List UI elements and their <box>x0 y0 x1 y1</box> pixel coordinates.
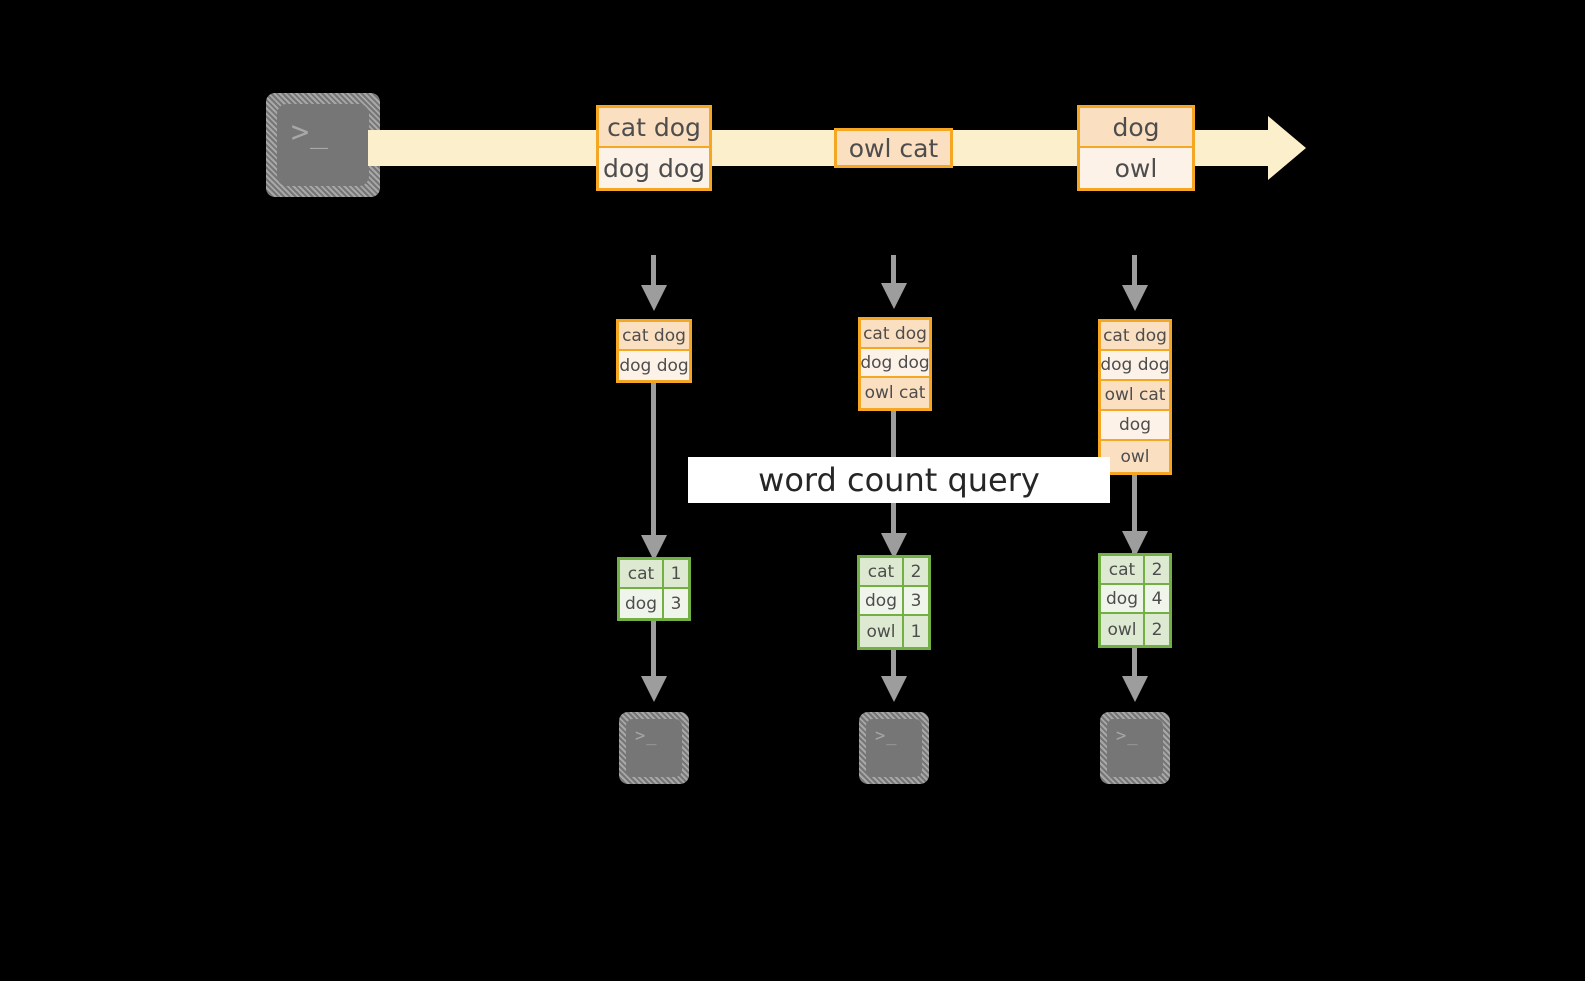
result-to-sink-connector <box>1132 648 1137 696</box>
result-count: 3 <box>664 589 688 618</box>
result-count: 2 <box>1145 556 1169 583</box>
timeline-to-table-connector <box>651 255 656 303</box>
terminal-prompt: >_ <box>1116 726 1139 746</box>
source-terminal-icon: >_ <box>266 93 380 197</box>
result-to-sink-arrowhead-icon <box>881 676 907 702</box>
event-line: dog dog <box>599 148 709 188</box>
event-line: owl <box>1080 148 1192 188</box>
result-row: cat 2 <box>1101 556 1169 585</box>
input-row: owl <box>1101 441 1169 472</box>
result-count: 1 <box>664 560 688 587</box>
terminal-screen: >_ <box>277 104 369 186</box>
result-count: 2 <box>1145 614 1169 645</box>
query-label: word count query <box>688 457 1110 503</box>
timeline-event-box: cat dog dog dog <box>596 105 712 191</box>
timeline-event-box: owl cat <box>834 128 953 168</box>
query-label-text: word count query <box>758 461 1040 499</box>
sink-terminal-icon: >_ <box>619 712 689 784</box>
result-count: 1 <box>904 616 928 647</box>
terminal-screen: >_ <box>866 719 922 777</box>
result-row: cat 1 <box>620 560 688 589</box>
result-word: dog <box>620 589 664 618</box>
input-row: dog dog <box>619 351 689 380</box>
terminal-screen: >_ <box>626 719 682 777</box>
result-word: dog <box>1101 585 1145 612</box>
input-row: owl cat <box>1101 381 1169 411</box>
timeline-to-table-connector <box>1132 255 1137 303</box>
timeline-event-box: dog owl <box>1077 105 1195 191</box>
result-row: owl 1 <box>860 616 928 647</box>
table-to-result-connector <box>651 383 656 555</box>
result-word: cat <box>620 560 664 587</box>
timeline-to-table-arrowhead-icon <box>641 285 667 311</box>
word-count-result-table: cat 1 dog 3 <box>617 557 691 621</box>
result-word: cat <box>1101 556 1145 583</box>
result-to-sink-arrowhead-icon <box>641 676 667 702</box>
table-to-result-arrowhead-icon <box>641 535 667 561</box>
timeline-arrow-head-icon <box>1268 116 1306 180</box>
result-count: 3 <box>904 587 928 614</box>
result-to-sink-connector <box>891 650 896 696</box>
result-count: 2 <box>904 558 928 585</box>
accumulated-input-table: cat dog dog dog <box>616 319 692 383</box>
result-row: owl 2 <box>1101 614 1169 645</box>
result-row: dog 4 <box>1101 585 1169 614</box>
result-word: owl <box>1101 614 1145 645</box>
accumulated-input-table: cat dog dog dog owl cat dog owl <box>1098 319 1172 475</box>
result-to-sink-arrowhead-icon <box>1122 676 1148 702</box>
result-to-sink-connector <box>651 621 656 696</box>
result-word: dog <box>860 587 904 614</box>
timeline-to-table-arrowhead-icon <box>881 283 907 309</box>
sink-terminal-icon: >_ <box>859 712 929 784</box>
table-to-result-arrowhead-icon <box>881 533 907 559</box>
result-word: owl <box>860 616 904 647</box>
result-count: 4 <box>1145 585 1169 612</box>
result-word: cat <box>860 558 904 585</box>
sink-terminal-icon: >_ <box>1100 712 1170 784</box>
event-line: dog <box>1080 108 1192 148</box>
input-row: dog dog <box>1100 351 1170 381</box>
word-count-result-table: cat 2 dog 3 owl 1 <box>857 555 931 650</box>
input-row: cat dog <box>861 320 929 349</box>
accumulated-input-table: cat dog dog dog owl cat <box>858 317 932 411</box>
input-row: dog dog <box>860 349 930 378</box>
terminal-prompt: >_ <box>875 726 898 746</box>
input-row: owl cat <box>861 378 929 408</box>
terminal-screen: >_ <box>1107 719 1163 777</box>
table-to-result-connector <box>1132 475 1137 553</box>
input-row: dog <box>1101 411 1169 441</box>
input-row: cat dog <box>1101 322 1169 351</box>
event-line: owl cat <box>837 131 950 165</box>
timeline-to-table-arrowhead-icon <box>1122 285 1148 311</box>
result-row: cat 2 <box>860 558 928 587</box>
result-row: dog 3 <box>860 587 928 616</box>
event-line: cat dog <box>599 108 709 148</box>
terminal-prompt: >_ <box>635 726 658 746</box>
word-count-result-table: cat 2 dog 4 owl 2 <box>1098 553 1172 648</box>
result-row: dog 3 <box>620 589 688 618</box>
timeline-to-table-connector <box>891 255 896 303</box>
terminal-prompt: >_ <box>291 115 330 150</box>
table-to-result-arrowhead-icon <box>1122 531 1148 557</box>
input-row: cat dog <box>619 322 689 351</box>
